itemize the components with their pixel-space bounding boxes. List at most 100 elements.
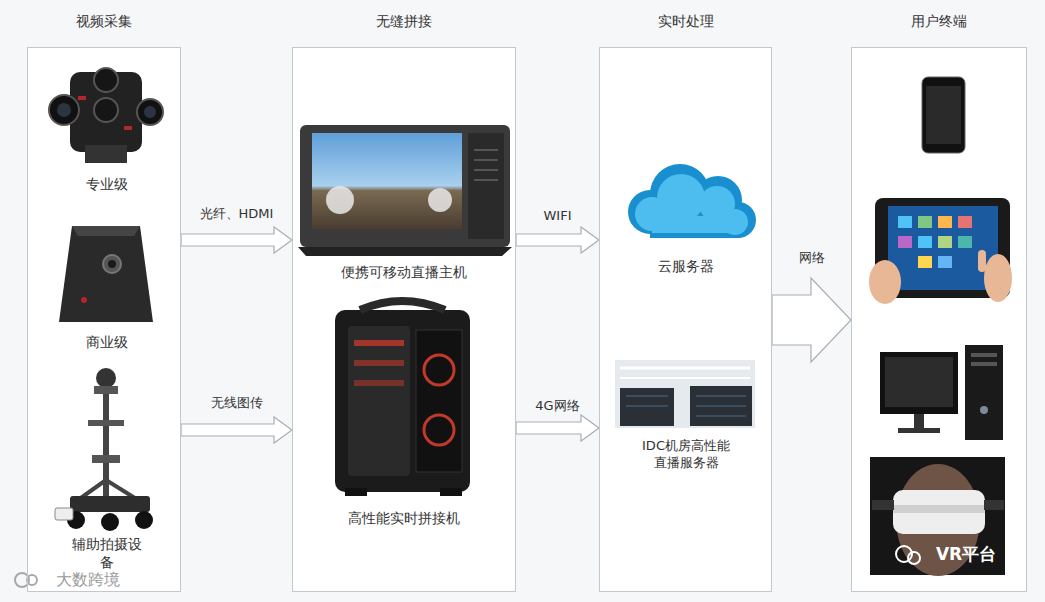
stitching-pc-part [354, 340, 404, 346]
vr-headset-user-part [893, 490, 985, 534]
watermark: 大数跨境 [38, 570, 138, 591]
desktop-computer-part [971, 362, 997, 366]
vr-headset-user-part [908, 552, 920, 564]
vr-headset-user-part [893, 505, 985, 513]
stitching-pc-part [335, 310, 470, 492]
professional-camera [49, 68, 163, 163]
professional-camera-part [94, 68, 118, 92]
block-arrow [516, 415, 599, 441]
watermark-logo [15, 573, 37, 587]
desktop-computer-part [965, 345, 1003, 440]
stitching-pc-part [424, 415, 454, 445]
column-panel: 实时处理 [599, 47, 772, 592]
device-caption: 便携可移动直播主机 [304, 263, 504, 281]
commercial-camera-part [81, 297, 87, 303]
tablet-part [888, 206, 998, 290]
portable-live-host-part [474, 169, 498, 171]
portable-live-host-part [326, 186, 354, 214]
stitching-pc [335, 301, 470, 496]
camera-dolly-part [92, 455, 120, 463]
stitching-pc-part [360, 301, 445, 310]
block-arrow-shape [516, 227, 599, 253]
idc-server-room-part [696, 416, 746, 417]
professional-camera-part [57, 103, 71, 117]
device-caption: 高性能实时拼接机 [304, 509, 504, 527]
vr-headset-user-part [984, 500, 1004, 510]
camera-dolly-part [55, 508, 73, 520]
stitching-pc-part [345, 488, 367, 496]
panel-fill-part [27, 47, 181, 592]
portable-live-host-part [298, 247, 512, 256]
portable-live-host [298, 125, 512, 256]
camera-dolly-part [135, 511, 153, 529]
commercial-camera-part [72, 226, 140, 236]
tablet-part [898, 216, 912, 228]
device-caption: IDC机房高性能直播服务器 [636, 438, 736, 472]
professional-camera-part [49, 95, 79, 125]
tablet-part [898, 236, 912, 248]
column-heading: 无缝拼接 [253, 12, 555, 30]
stitching-pc-part [416, 330, 462, 472]
tablet-part [984, 254, 1012, 302]
smartphone [922, 77, 965, 153]
device-caption: 商业级 [57, 333, 157, 351]
professional-camera-part [94, 98, 118, 122]
stitching-pc-part [424, 355, 454, 385]
vr-headset-user-part [870, 457, 1005, 575]
column-panel: 用户终端 [851, 47, 1027, 592]
smartphone-part [926, 86, 961, 144]
block-arrow [516, 227, 599, 253]
tablet-part [958, 216, 972, 228]
portable-live-host-part [468, 133, 504, 239]
device-caption: 专业级 [57, 175, 157, 193]
panel-fill-part [292, 47, 516, 592]
block-arrow-shape [181, 417, 292, 443]
cloud-server-part [650, 214, 740, 238]
cloud-server [628, 164, 756, 238]
tablet [869, 198, 1012, 304]
professional-camera-part [124, 126, 132, 130]
professional-camera-part [85, 145, 127, 163]
camera-dolly-part [96, 368, 116, 388]
professional-camera-part [78, 96, 86, 100]
block-arrow-shape [772, 278, 851, 362]
block-arrow-shape [181, 227, 292, 253]
tablet-part [958, 236, 972, 248]
idc-server-room-part [615, 360, 755, 428]
desktop-computer-part [898, 428, 940, 433]
desktop-computer [880, 345, 1003, 440]
commercial-camera-part [59, 226, 153, 322]
idc-server-room-part [626, 406, 668, 407]
commercial-camera [59, 226, 153, 322]
idc-server-room-part [620, 377, 750, 379]
portable-live-host-part [474, 179, 498, 181]
desktop-computer-part [880, 352, 958, 414]
block-arrow [772, 278, 851, 362]
stitching-pc-part [440, 488, 462, 496]
edge-label: 4G网络 [533, 398, 581, 414]
stitching-pc-part [354, 380, 404, 386]
idc-server-room-part [690, 386, 752, 426]
cloud-server-part [657, 174, 705, 222]
stitching-pc-part [348, 326, 410, 476]
idc-server-room-part [696, 396, 746, 397]
device-caption: 云服务器 [616, 257, 756, 275]
edge-label: WIFI [542, 208, 574, 224]
camera-dolly [55, 368, 153, 531]
commercial-camera-part [103, 255, 121, 273]
tablet-part [869, 260, 901, 304]
portable-live-host-part [300, 125, 510, 247]
block-arrow-shape [516, 415, 599, 441]
block-arrow [181, 417, 292, 443]
block-arrow [181, 227, 292, 253]
panel-fill-part [851, 47, 1027, 592]
desktop-computer-part [980, 406, 988, 414]
tablet-part [938, 216, 952, 228]
column-heading: 视频采集 [0, 12, 220, 30]
stitching-pc-part [354, 360, 404, 366]
portable-live-host-part [474, 159, 498, 161]
portable-live-host-part [428, 188, 452, 212]
